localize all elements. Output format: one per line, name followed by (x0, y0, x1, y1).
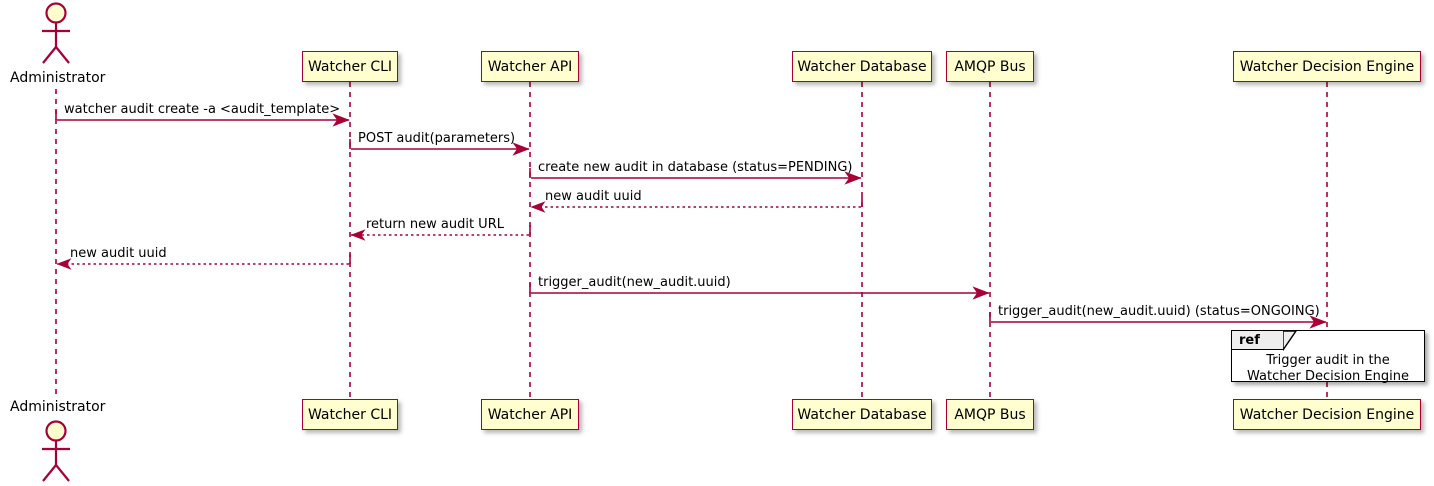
actor-label-administrator: Administrator (10, 70, 106, 86)
actor-figure-administrator (42, 2, 70, 64)
message-label-m6: new audit uuid (70, 246, 167, 261)
participant-label: Watcher API (487, 58, 573, 75)
participant-box-amqp-bus-bottom[interactable]: AMQP Bus (946, 399, 1034, 430)
message-label-m5: return new audit URL (366, 217, 504, 232)
actor-figure-administrator-bottom (42, 420, 70, 482)
message-label-m8: trigger_audit(new_audit.uuid) (status=ON… (998, 304, 1320, 319)
participant-box-watcher-cli[interactable]: Watcher CLI (302, 51, 398, 82)
participant-label: Watcher Database (797, 58, 927, 75)
participant-box-watcher-decision-engine-bottom[interactable]: Watcher Decision Engine (1233, 399, 1421, 430)
participant-box-watcher-api[interactable]: Watcher API (481, 51, 579, 82)
participant-box-watcher-decision-engine[interactable]: Watcher Decision Engine (1233, 51, 1421, 82)
message-label-m4: new audit uuid (545, 189, 642, 204)
participant-label: AMQP Bus (954, 406, 1026, 423)
participant-label: Watcher Decision Engine (1239, 406, 1415, 423)
message-label-m1: watcher audit create -a <audit_template> (64, 102, 341, 117)
message-label-m2: POST audit(parameters) (358, 131, 516, 146)
participant-label: Watcher Database (797, 406, 927, 423)
ref-fragment-line: Trigger audit in the (1266, 353, 1390, 368)
participant-label: Watcher Decision Engine (1239, 58, 1415, 75)
participant-box-watcher-database[interactable]: Watcher Database (792, 51, 932, 82)
participant-label: Watcher API (487, 406, 573, 423)
participant-box-watcher-database-bottom[interactable]: Watcher Database (792, 399, 932, 430)
participant-box-watcher-cli-bottom[interactable]: Watcher CLI (302, 399, 398, 430)
actor-label-administrator-bottom: Administrator (10, 399, 106, 415)
participant-label: AMQP Bus (954, 58, 1026, 75)
ref-tag-notch-icon (1283, 331, 1297, 351)
participant-box-amqp-bus[interactable]: AMQP Bus (946, 51, 1034, 82)
participant-label: Watcher CLI (307, 406, 393, 423)
ref-fragment-line: Watcher Decision Engine (1247, 369, 1409, 384)
message-label-m7: trigger_audit(new_audit.uuid) (538, 275, 731, 290)
participant-label: Watcher CLI (307, 58, 393, 75)
participant-box-watcher-api-bottom[interactable]: Watcher API (481, 399, 579, 430)
message-label-m3: create new audit in database (status=PEN… (538, 160, 853, 175)
